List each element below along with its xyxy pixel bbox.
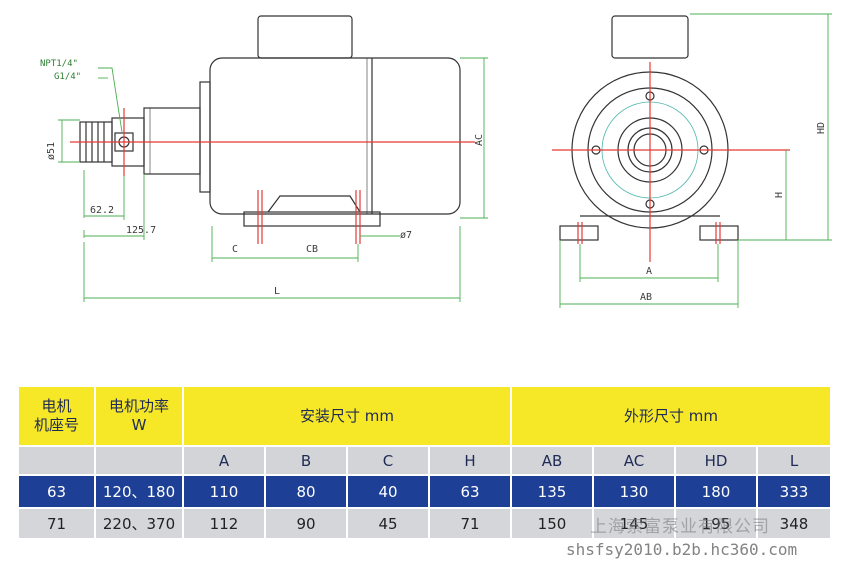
cell-c: 40 — [346, 474, 430, 509]
front-centerlines — [552, 62, 790, 262]
subheader-l: L — [756, 445, 832, 476]
header-outline-dims: 外形尺寸 mm — [510, 385, 832, 447]
cell-power: 120、180 — [94, 474, 184, 509]
table-row: 71 220、370 112 90 45 71 150 145 195 348 — [17, 507, 832, 540]
cell-b: 90 — [264, 507, 348, 540]
g-label: G1/4" — [54, 72, 81, 82]
cell-ac: 130 — [592, 474, 676, 509]
dim-125-7-label: 125.7 — [126, 225, 156, 236]
subheader-c: C — [346, 445, 430, 476]
side-view — [79, 15, 461, 227]
cell-hd: 195 — [674, 507, 758, 540]
front-foot-left — [559, 225, 599, 241]
cell-power: 220、370 — [94, 507, 184, 540]
table-row: 63 120、180 110 80 40 63 135 130 180 333 — [17, 474, 832, 509]
ac-label: AC — [474, 134, 485, 146]
motor-body — [209, 57, 461, 215]
hd-label: HD — [816, 122, 827, 134]
watermark-company: 上海索富泵业有限公司 — [590, 517, 770, 537]
npt-label: NPT1/4" — [40, 59, 78, 69]
l-label: L — [274, 286, 280, 297]
terminal-box — [257, 15, 353, 59]
cell-h: 71 — [428, 507, 512, 540]
cell-hd: 180 — [674, 474, 758, 509]
front-foot-right — [699, 225, 739, 241]
cell-ab: 150 — [510, 507, 594, 540]
h-label: H — [774, 192, 785, 198]
cell-ac: 145 — [592, 507, 676, 540]
subheader-row: A B C H AB AC HD L — [17, 445, 832, 476]
subheader-empty-1 — [17, 445, 96, 476]
cell-ab: 135 — [510, 474, 594, 509]
front-view — [559, 15, 739, 241]
spec-table: 电机 机座号 电机功率 W 安装尺寸 mm 外形尺寸 mm A B C H AB… — [17, 385, 832, 540]
subheader-a: A — [182, 445, 266, 476]
dim-62-2-label: 62.2 — [90, 205, 114, 216]
cell-l: 348 — [756, 507, 832, 540]
cell-l: 333 — [756, 474, 832, 509]
subheader-h: H — [428, 445, 512, 476]
ab-label: AB — [640, 292, 652, 303]
cell-frame: 71 — [17, 507, 96, 540]
motor-dimension-drawing: NPT1/4" G1/4" ø51 62.2 125.7 C CB ø7 AC … — [40, 13, 832, 308]
side-centerlines — [70, 108, 475, 244]
cell-a: 112 — [182, 507, 266, 540]
subheader-hd: HD — [674, 445, 758, 476]
header-install-dims: 安装尺寸 mm — [182, 385, 512, 447]
phi51-label: ø51 — [46, 142, 57, 160]
subheader-ac: AC — [592, 445, 676, 476]
front-terminal-box — [611, 15, 689, 59]
watermark-url: shsfsy2010.b2b.hc360.com — [566, 540, 798, 559]
phi7-label: ø7 — [400, 230, 412, 241]
cell-c: 45 — [346, 507, 430, 540]
side-dimensions — [58, 57, 488, 302]
subheader-b: B — [264, 445, 348, 476]
cell-a: 110 — [182, 474, 266, 509]
a-label: A — [646, 266, 652, 277]
subheader-empty-2 — [94, 445, 184, 476]
cell-frame: 63 — [17, 474, 96, 509]
c-label: C — [232, 244, 238, 255]
pump-body — [143, 107, 201, 175]
header-power: 电机功率 W — [94, 385, 184, 447]
cb-label: CB — [306, 244, 318, 255]
cell-b: 80 — [264, 474, 348, 509]
cell-h: 63 — [428, 474, 512, 509]
front-dimensions — [559, 13, 832, 308]
header-row: 电机 机座号 电机功率 W 安装尺寸 mm 外形尺寸 mm — [17, 385, 832, 447]
flange — [199, 81, 211, 193]
header-frame: 电机 机座号 — [17, 385, 96, 447]
subheader-ab: AB — [510, 445, 594, 476]
base-foot — [243, 211, 381, 227]
